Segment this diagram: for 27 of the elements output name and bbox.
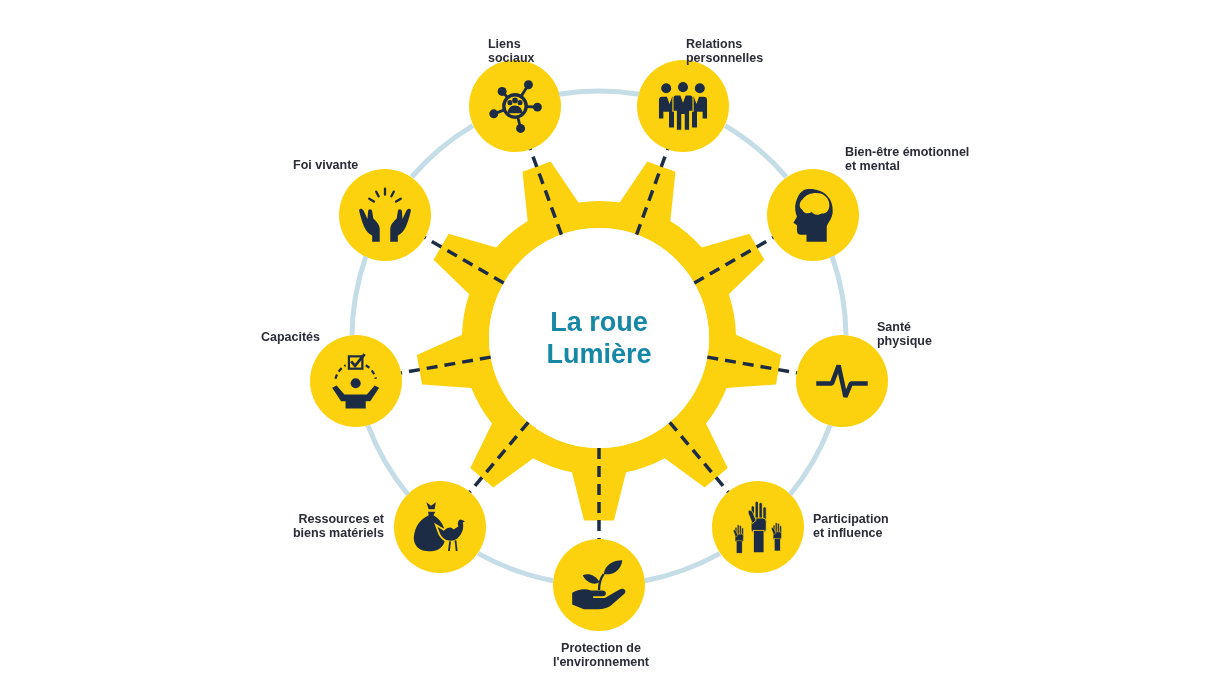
ring-arc-line (476, 551, 554, 584)
dashed-spoke-line (400, 355, 491, 375)
ring-arc-line (409, 123, 475, 179)
dashed-spoke-line (528, 148, 564, 236)
topic-label: Ressources et biens matériels (292, 512, 384, 540)
dashed-spoke-line (634, 148, 670, 236)
dashed-spoke-line (693, 236, 774, 285)
wheel-title: La roue Lumière (545, 306, 653, 370)
ring-arc-line (349, 255, 369, 336)
topic-label: Santé physique (877, 320, 933, 348)
topic-label: Foi vivante (293, 158, 360, 172)
dashed-spoke-line (468, 421, 530, 494)
ring-arc-line (829, 255, 849, 336)
dashed-spoke-line (707, 355, 798, 375)
ring-arc-line (558, 88, 640, 97)
topic-label: Participation et influence (813, 512, 890, 540)
topic-label: Liens sociaux (488, 37, 536, 65)
dashed-spoke-line (668, 421, 730, 494)
topic-label: Capacités (259, 330, 320, 344)
topic-label: Relations personnelles (686, 37, 765, 65)
ring-arc-line (644, 551, 722, 584)
ring-arc-line (723, 123, 789, 179)
ring-arc-line (365, 424, 410, 496)
dashed-spoke-line (424, 236, 505, 285)
ring-arc-line (788, 424, 833, 496)
topic-label: Bien-être émotionnel et mental (845, 145, 971, 173)
topic-label: Protection de l'environnement (552, 641, 650, 669)
